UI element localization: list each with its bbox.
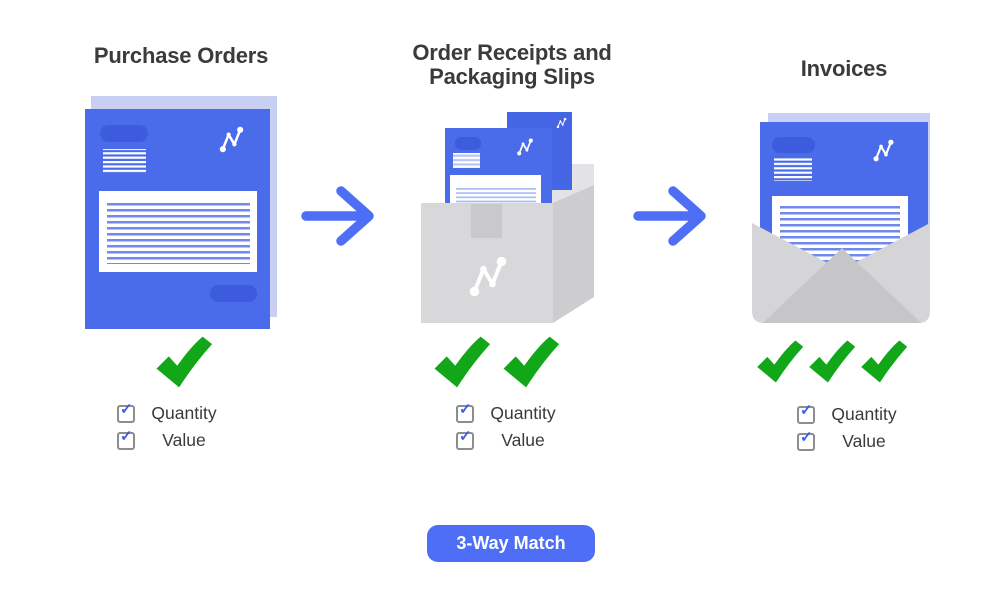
shipping-box-illustration (421, 112, 594, 323)
checkbox-check-icon: ✓ (120, 427, 133, 445)
checkbox-icon: ✓ (117, 427, 135, 450)
checkbox-icon: ✓ (117, 400, 135, 423)
envelope-front-flap (752, 248, 930, 323)
address-lines (103, 149, 146, 173)
purchase-order-document-illustration (85, 96, 277, 329)
green-check-group (149, 334, 213, 390)
checklist-row-value: ✓ Value (797, 428, 907, 451)
checkbox-icon: ✓ (456, 400, 474, 423)
checklist-label: Quantity (151, 403, 217, 423)
green-check-icon (496, 334, 560, 390)
checkbox-check-icon: ✓ (800, 401, 813, 419)
checklist-label: Quantity (490, 403, 556, 423)
checklist-label: Quantity (831, 404, 897, 424)
total-pill (210, 285, 257, 302)
checklist-row-quantity: ✓ Quantity (117, 400, 227, 423)
title-pill (455, 137, 481, 150)
checkbox-check-icon: ✓ (800, 428, 813, 446)
green-check-group (427, 334, 560, 390)
column-title-invoices: Invoices (800, 56, 888, 81)
green-check-icon (751, 338, 804, 385)
green-check-icon (427, 334, 491, 390)
checklist-invoices: ✓ Quantity ✓ Value (797, 401, 907, 451)
checklist-label: Value (501, 430, 545, 450)
table-lines (456, 186, 536, 208)
green-check-icon (855, 338, 908, 385)
green-check-icon (149, 334, 213, 390)
arrow-right-icon (633, 186, 706, 246)
checklist-row-value: ✓ Value (456, 427, 566, 450)
green-check-icon (803, 338, 856, 385)
address-lines (453, 153, 480, 168)
envelope (752, 223, 930, 323)
checklist-label: Value (842, 431, 886, 451)
checklist-label: Value (162, 430, 206, 450)
checklist-order-receipts: ✓ Quantity ✓ Value (456, 400, 566, 450)
checklist-row-value: ✓ Value (117, 427, 227, 450)
three-way-match-badge: 3-Way Match (427, 525, 595, 562)
checkbox-check-icon: ✓ (120, 400, 133, 418)
column-title-order-receipts: Order Receipts and Packaging Slips (412, 40, 612, 89)
green-check-group (751, 338, 907, 385)
box-tape (471, 204, 502, 238)
title-pill (772, 137, 815, 153)
address-lines (774, 157, 812, 181)
checkbox-icon: ✓ (797, 401, 815, 424)
checkbox-check-icon: ✓ (459, 427, 472, 445)
title-pill (100, 125, 148, 142)
arrow-right-icon (301, 186, 374, 246)
checklist-row-quantity: ✓ Quantity (797, 401, 907, 424)
box-side-face (553, 185, 594, 323)
checkbox-icon: ✓ (797, 428, 815, 451)
checklist-row-quantity: ✓ Quantity (456, 400, 566, 423)
table-lines (107, 202, 250, 264)
envelope-invoice-illustration (752, 113, 930, 323)
checklist-purchase-orders: ✓ Quantity ✓ Value (117, 400, 227, 450)
checkbox-check-icon: ✓ (459, 400, 472, 418)
column-title-purchase-orders: Purchase Orders (93, 43, 269, 68)
checkbox-icon: ✓ (456, 427, 474, 450)
